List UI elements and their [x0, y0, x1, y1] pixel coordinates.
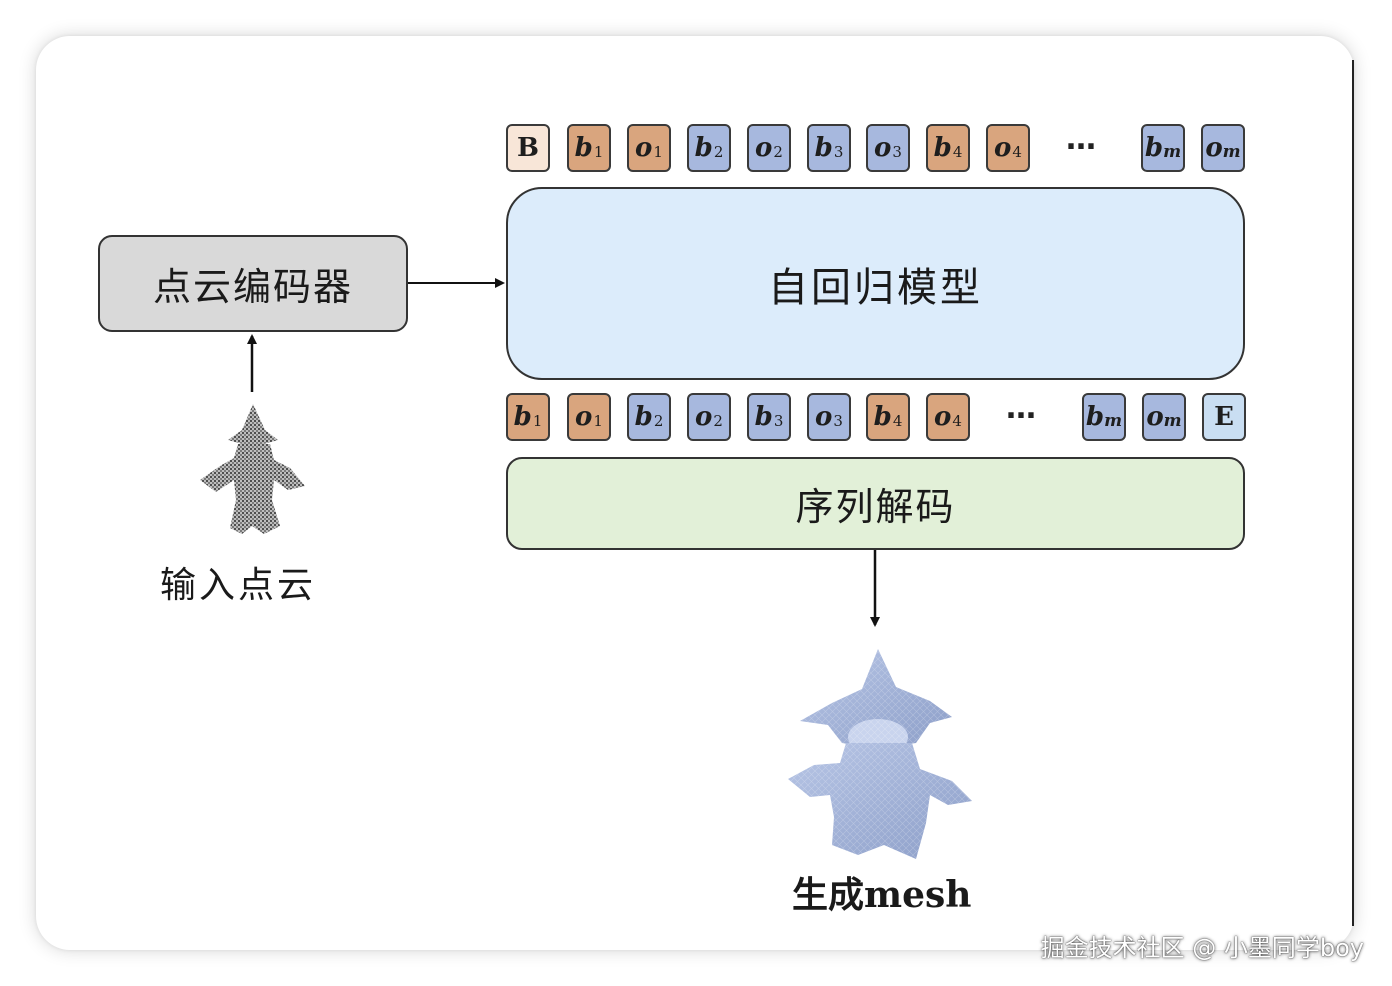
- token-symbol: o: [695, 402, 713, 432]
- token-symbol: b: [754, 402, 773, 432]
- token-symbol: o: [934, 402, 952, 432]
- token-symbol: b: [513, 402, 532, 432]
- token-symbol: B: [517, 133, 539, 163]
- decoder-label: 序列解码: [795, 485, 956, 529]
- token-subscript: 4: [892, 412, 903, 430]
- token-symbol: b: [814, 133, 833, 163]
- token-subscript: 1: [593, 412, 603, 430]
- model-label: 自回归模型: [768, 264, 983, 311]
- watermark: 掘金技术社区 @ 小墨同学boy: [1040, 934, 1364, 962]
- token-subscript: 2: [713, 143, 724, 161]
- token-symbol: b: [634, 402, 653, 432]
- token-symbol: o: [575, 402, 593, 432]
- token-subscript: 1: [593, 143, 604, 161]
- token-subscript: 2: [653, 412, 664, 430]
- token-symbol: b: [694, 133, 713, 163]
- output-mesh-figure: [788, 649, 972, 859]
- token-symbol: b: [873, 402, 892, 432]
- token-symbol: o: [635, 133, 653, 163]
- point-cloud-encoder-box: 点云编码器: [98, 235, 408, 332]
- token-subscript: m: [1163, 411, 1182, 431]
- token-subscript: 2: [713, 412, 723, 430]
- token-subscript: m: [1163, 142, 1182, 162]
- token-E: E: [1202, 393, 1246, 441]
- token-subscript: 3: [833, 143, 844, 161]
- token-symbol: b: [933, 133, 952, 163]
- token-symbol: o: [1146, 402, 1164, 432]
- token-subscript: 4: [1012, 143, 1022, 161]
- autoregressive-model-box: 自回归模型: [506, 187, 1245, 380]
- card-edge-line: [1352, 60, 1354, 926]
- token-symbol: b: [1144, 133, 1164, 163]
- token-subscript: 1: [653, 143, 663, 161]
- token-subscript: 3: [892, 143, 902, 161]
- token-subscript: 4: [952, 412, 962, 430]
- point-cloud-hat: [228, 404, 278, 444]
- token-B: B: [506, 124, 550, 172]
- token-subscript: 3: [833, 412, 843, 430]
- token-ellipsis: …: [1006, 391, 1038, 426]
- token-symbol: o: [755, 133, 773, 163]
- token-symbol: E: [1214, 402, 1234, 432]
- token-ellipsis: …: [1066, 122, 1098, 157]
- token-subscript: m: [1104, 411, 1123, 431]
- token-symbol: o: [1205, 133, 1223, 163]
- token-subscript: 1: [532, 412, 543, 430]
- token-symbol: o: [815, 402, 833, 432]
- encoder-label: 点云编码器: [152, 265, 353, 309]
- token-symbol: o: [874, 133, 892, 163]
- point-cloud-body: [200, 444, 305, 534]
- input-point-cloud-label: 输入点云: [160, 565, 317, 606]
- token-symbol: b: [574, 133, 593, 163]
- input-point-cloud-figure: [200, 404, 305, 534]
- token-subscript: m: [1222, 142, 1241, 162]
- token-subscript: 3: [773, 412, 784, 430]
- token-symbol: b: [1085, 402, 1105, 432]
- token-symbol: o: [994, 133, 1012, 163]
- sequence-decoder-box: 序列解码: [506, 457, 1245, 550]
- mesh-wireframe-overlay: [788, 649, 972, 859]
- token-subscript: 2: [773, 143, 783, 161]
- token-subscript: 4: [952, 143, 963, 161]
- generated-mesh-label: 生成mesh: [792, 874, 972, 916]
